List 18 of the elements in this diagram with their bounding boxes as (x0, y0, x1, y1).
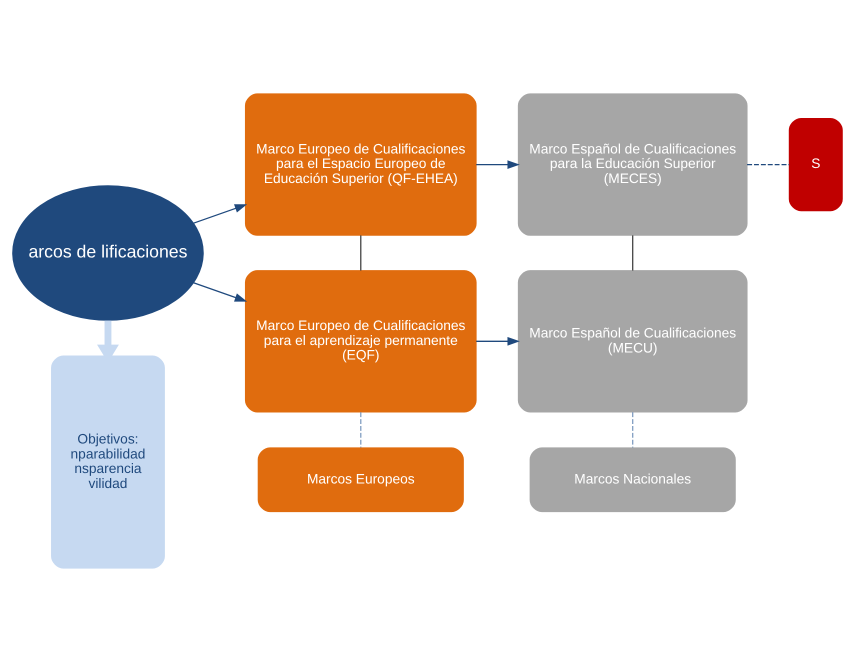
node-box: Marco Español de Cualificaciones (MECU) (518, 270, 748, 412)
connector (360, 234, 362, 270)
node-box: Objetivos: nparabilidad nsparencia vilidad (51, 355, 165, 568)
arrow (476, 336, 520, 346)
node-box: Marcos Nacionales (530, 446, 736, 512)
node-box: Marcos Europeos (258, 446, 464, 512)
connector (360, 412, 362, 448)
node-box: Marco Europeo de Cualificaciones para el Espacio Europeo de Educación Superior (QF-EHEA) (244, 92, 477, 236)
arrow (476, 160, 520, 168)
node-box: Marco Europeo de Cualificaciones para el aprendizaje permanente (EQF) (244, 270, 477, 412)
connector (632, 412, 634, 448)
connector (632, 234, 634, 270)
arrow (193, 282, 248, 302)
node-ellipse: arcos de lificaciones (12, 184, 204, 320)
node-box: Marco Español de Cualificaciones para la Educación Superior (MECES) (518, 92, 748, 236)
node-box: S (788, 117, 843, 211)
arrow (193, 204, 248, 224)
connector (747, 163, 790, 165)
